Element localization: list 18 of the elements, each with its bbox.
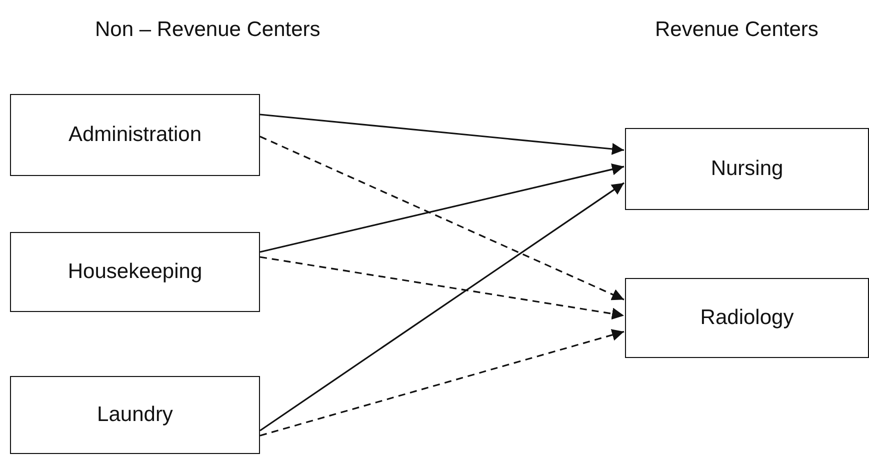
arrow bbox=[260, 136, 624, 300]
arrow bbox=[260, 114, 624, 155]
department-name: Laundry bbox=[97, 403, 173, 427]
department-box bbox=[10, 376, 260, 454]
department-box bbox=[10, 94, 260, 176]
department-name: Administration bbox=[68, 123, 202, 147]
arrow bbox=[260, 256, 624, 320]
column-heading: Revenue Centers bbox=[655, 18, 818, 42]
arrow bbox=[260, 182, 624, 432]
department-box bbox=[10, 232, 260, 312]
department-name: Radiology bbox=[700, 306, 794, 330]
department-box bbox=[625, 278, 869, 358]
column-heading: Non – Revenue Centers bbox=[95, 18, 320, 42]
department-name: Nursing bbox=[710, 157, 784, 181]
arrow bbox=[260, 329, 624, 436]
arrow bbox=[260, 163, 624, 253]
department-box bbox=[625, 128, 869, 210]
department-name: Housekeeping bbox=[68, 260, 202, 284]
